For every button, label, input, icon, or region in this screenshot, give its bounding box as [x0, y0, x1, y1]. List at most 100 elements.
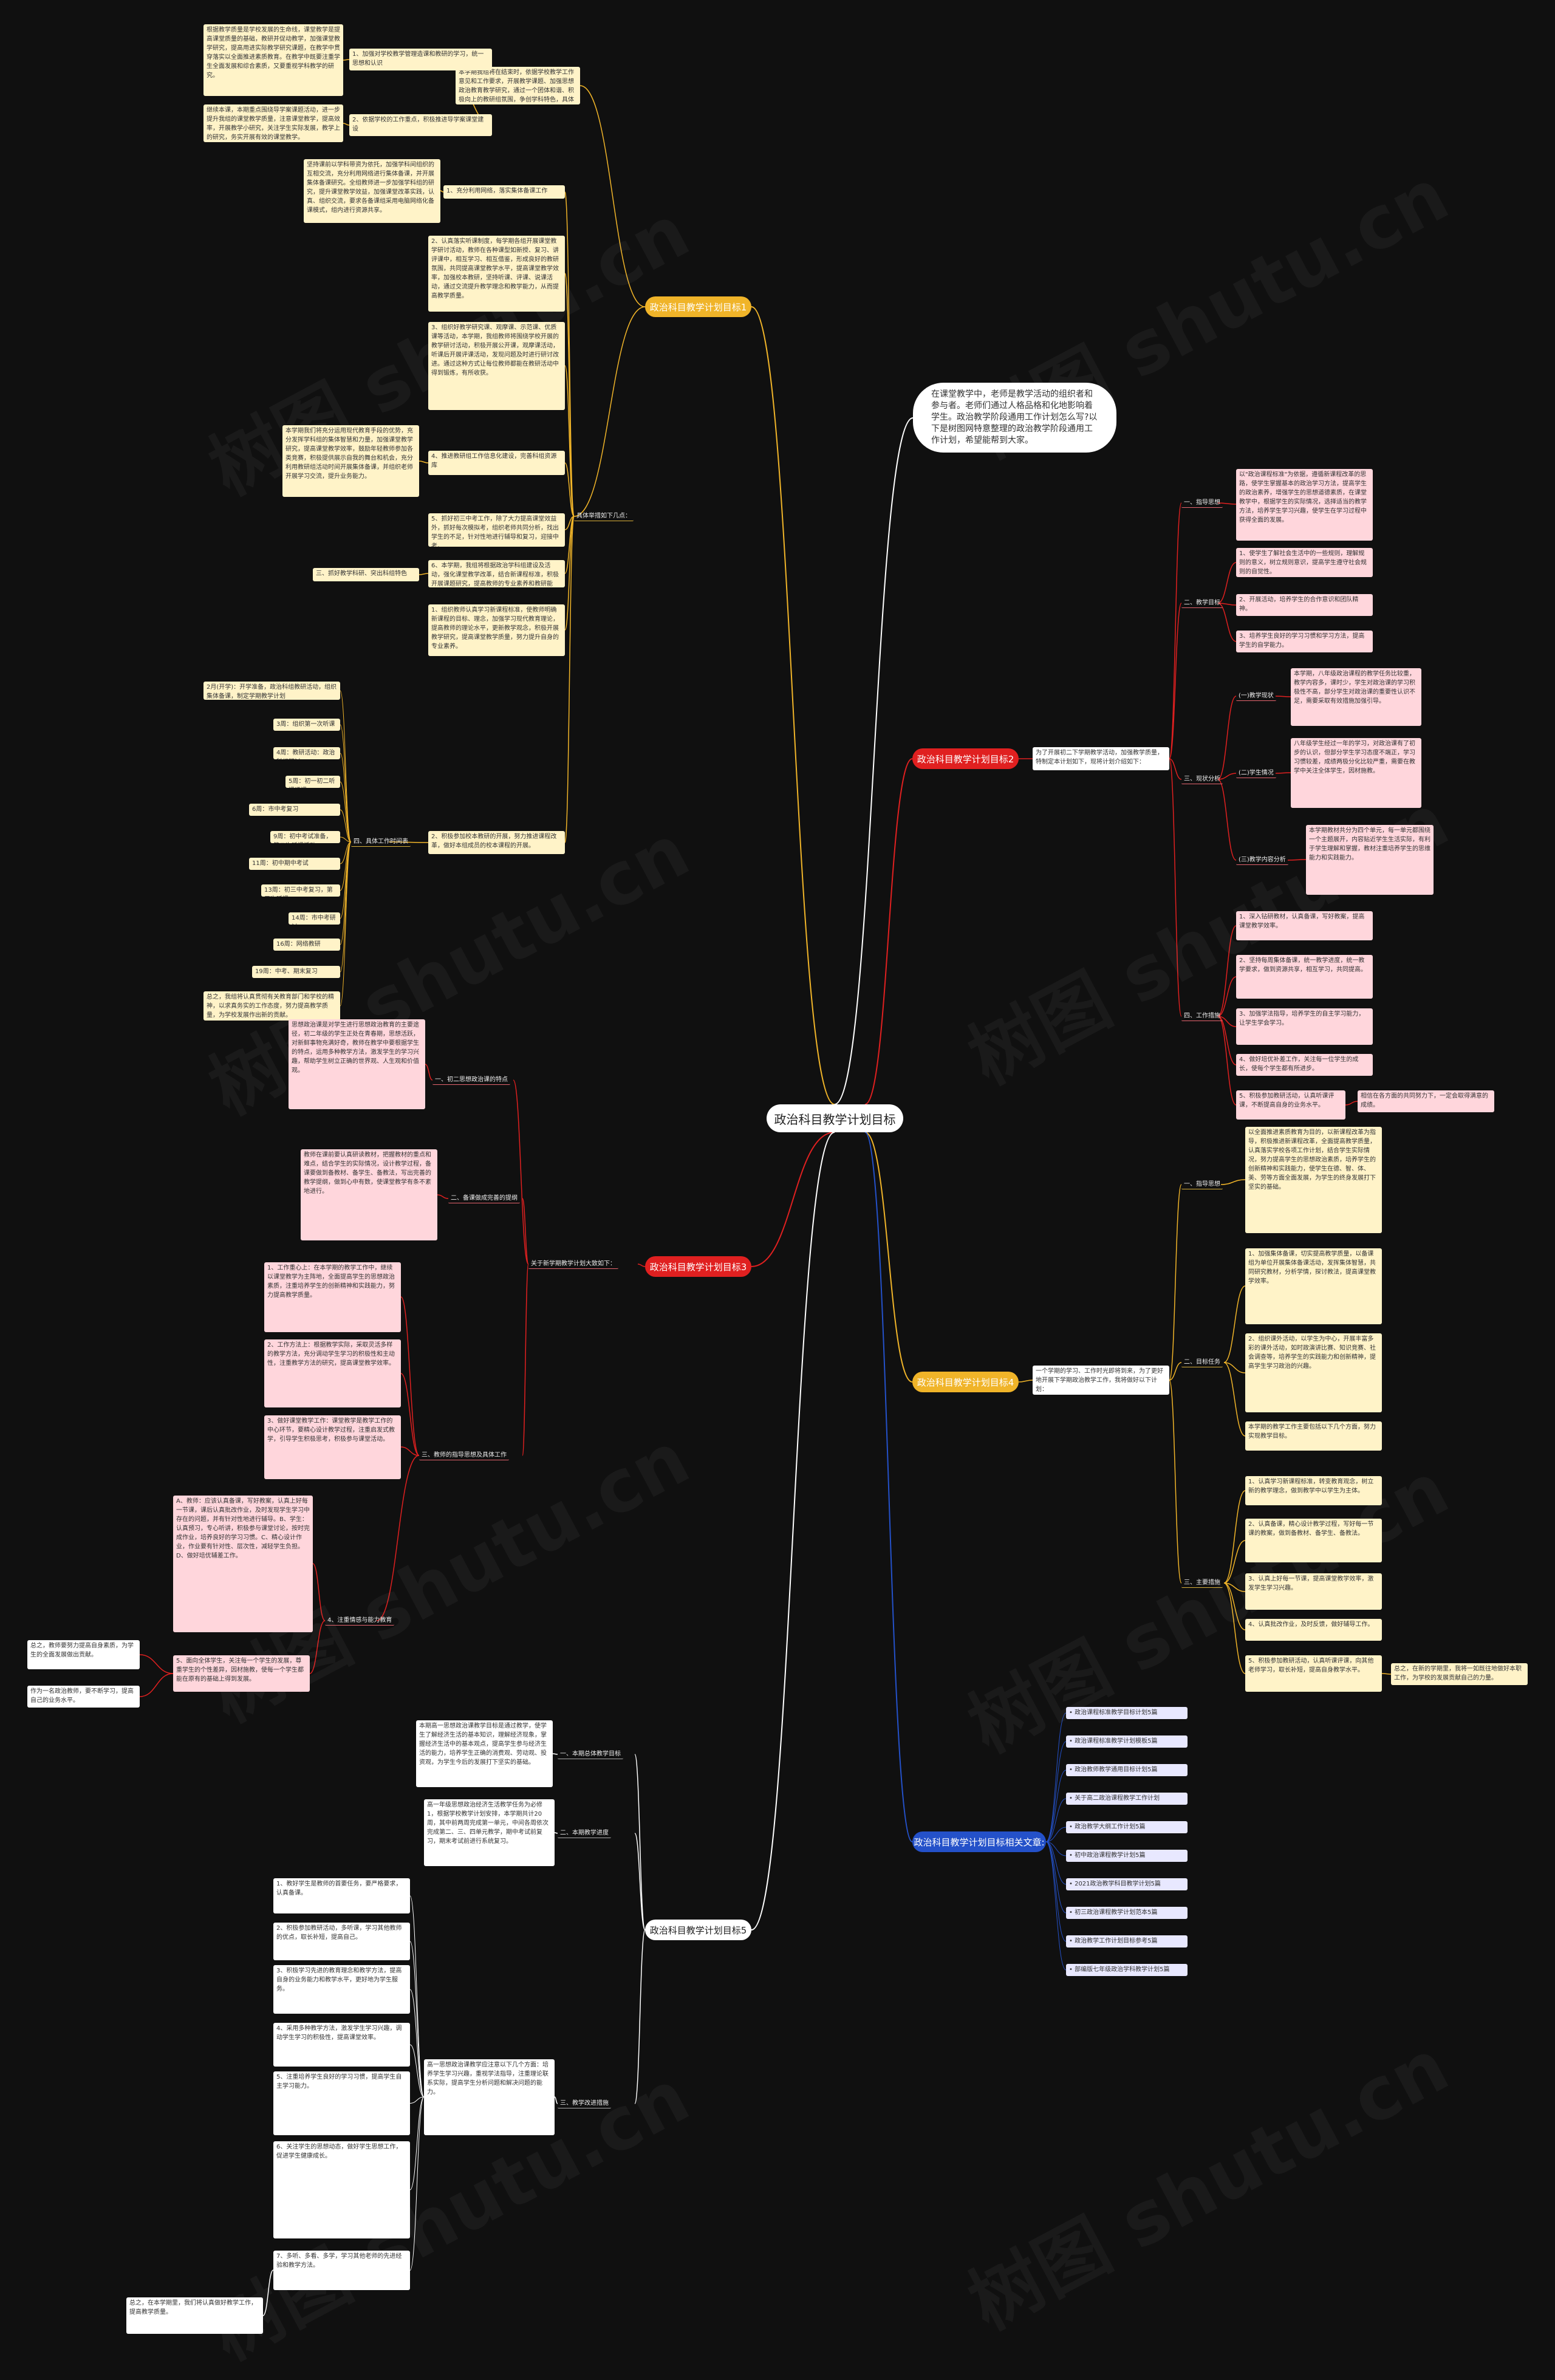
connector-line — [573, 306, 646, 517]
connector-line — [1169, 758, 1182, 1017]
branch-goal-1[interactable]: 政治科目教学计划目标1 — [645, 296, 751, 317]
g2-s4-item-6: 相信在各方面的共同努力下，一定会取得满意的成绩。 — [1358, 1090, 1494, 1112]
g5-final-note: 总之，在本学期里，我们将认真做好教学工作，提高教学质量。 — [126, 2297, 263, 2334]
connector-line — [440, 190, 444, 193]
g2-s1-detail: 以"政治课程标准"为依据，遵循新课程改革的思路，使学生掌握基本的政治学习方法，提… — [1236, 469, 1373, 541]
connector-line — [1275, 696, 1291, 697]
related-article-link[interactable]: • 初中政治课程教学计划5篇 — [1066, 1850, 1188, 1862]
branch-goal-2[interactable]: 政治科目教学计划目标2 — [912, 748, 1019, 769]
g3-s3: 三、教师的指导思想及具体工作 — [419, 1451, 509, 1460]
g1-schedule-item: 3周：组织第一次听课 — [273, 719, 340, 731]
g4-s3-item-3: 3、认真上好每一节课，提高课堂教学效率，激发学生学习兴趣。 — [1245, 1573, 1382, 1610]
g1-schedule-label: 四、具体工作时间表 — [351, 837, 411, 847]
connector-line — [1169, 502, 1182, 759]
g4-s2: 二、目标任务 — [1181, 1358, 1223, 1367]
g2-s3b: (二)学生情况 — [1236, 768, 1276, 778]
connector-line — [1223, 1582, 1246, 1674]
connector-line — [340, 841, 352, 1007]
connector-line — [864, 1132, 913, 1842]
g4-lead: 一个学期的学习、工作时光即将到来，为了更好地开展下学期政治教学工作，我将做好以下… — [1033, 1366, 1169, 1395]
g1-measure-2: 2、认真落实听课制度，每学期各组开展课堂教学研讨活动，教师在各种课型如新授、复习… — [428, 236, 565, 312]
connector-line — [139, 1673, 174, 1697]
connector-line — [564, 516, 575, 631]
connector-line — [864, 758, 913, 1105]
g3-s3-item-1: 1、工作重心上：在本学期的教学工作中，继续以课堂教学为主阵地，全面提高学生的思想… — [264, 1262, 401, 1332]
connector-line — [564, 365, 575, 517]
connector-line — [419, 460, 429, 463]
g2-s2: 二、教学目标 — [1181, 598, 1223, 608]
connector-line — [409, 2096, 425, 2104]
connector-line — [1169, 603, 1182, 759]
branch-goal-5[interactable]: 政治科目教学计划目标5 — [645, 1920, 751, 1940]
connector-line — [522, 1264, 529, 1456]
related-article-link[interactable]: • 政治教师教学通用目标计划5篇 — [1066, 1764, 1188, 1776]
g5-item: 6、关注学生的思想动态，做好学生思想工作，促进学生健康成长。 — [273, 2141, 410, 2238]
g1-measures-label: 具体举措如下几点： — [574, 511, 634, 521]
branch-goal-3[interactable]: 政治科目教学计划目标3 — [645, 1256, 751, 1277]
connector-line — [340, 781, 352, 843]
connector-line — [1220, 1179, 1246, 1185]
g5-item: 3、积极学习先进的教育理念和教学方法，提高自身的业务能力和教学水平，更好地为学生… — [273, 1965, 410, 2014]
g4-s2-item-1: 1、加强集体备课，切实提高教学质量，以备课组为单位开展集体备课活动，发挥集体智慧… — [1245, 1248, 1382, 1324]
connector-line — [1217, 562, 1237, 604]
connector-line — [751, 1132, 835, 1930]
g4-s3-item-5: 5、积极参加教研活动，认真听课评课，向其他老师学习，取长补短，提高自身教学水平。 — [1245, 1655, 1382, 1692]
g3-lead: 关于新学期教学计划大致如下： — [528, 1259, 618, 1269]
g4-s1-detail: 以全面推进素质教育为目的，以新课程改革为指导，积极推进新课程改革，全面提高教学质… — [1245, 1127, 1382, 1233]
g1-measure-4-detail: 本学期我们将充分运用现代教育手段的优势，充分发挥学科组的集体智慧和力量，加强课堂… — [282, 425, 419, 497]
connector-line — [139, 1654, 174, 1674]
g4-s3-item-2: 2、认真备课，精心设计教学过程，写好每一节课的教案，做到备教材、备学生、备教法。 — [1245, 1519, 1382, 1562]
g5-item: 2、积极参加教研活动，多听课，学习其他教师的优点，取长补短，提高自己。 — [273, 1923, 410, 1960]
g1-research-item: 三、抓好教学科研、突出科组特色 — [313, 568, 419, 581]
branch-related-articles[interactable]: 政治科目教学计划目标相关文章: — [912, 1831, 1046, 1852]
related-article-link[interactable]: • 政治教学工作计划目标参考5篇 — [1066, 1935, 1188, 1947]
connector-line — [634, 1929, 646, 2104]
connector-line — [1223, 1582, 1246, 1630]
connector-line — [340, 836, 352, 843]
g2-s3c: (三)教学内容分析 — [1236, 855, 1288, 865]
related-article-link[interactable]: • 政治教学大纲工作计划5篇 — [1066, 1821, 1188, 1833]
related-article-link[interactable]: • 初三政治课程教学计划范本5篇 — [1066, 1907, 1188, 1919]
g5-item: 7、多听、多看、多学，学习其他老师的先进经验和教学方法。 — [273, 2251, 410, 2290]
related-article-link[interactable]: • 2021政治教学科目教学计划5篇 — [1066, 1878, 1188, 1890]
root-topic[interactable]: 政治科目教学计划目标 — [767, 1104, 903, 1132]
connector-line — [1217, 976, 1237, 1017]
connector-line — [340, 809, 352, 843]
g5-item: 4、采用多种教学方法，激发学生学习兴趣，调动学生学习的积极性，提高课堂效率。 — [273, 2023, 410, 2067]
branch-goal-4[interactable]: 政治科目教学计划目标4 — [912, 1372, 1019, 1392]
g2-s4-item-5: 5、积极参加教研活动，认真听课评课，不断提高自身的业务水平。 — [1236, 1090, 1345, 1120]
connector-line — [522, 1198, 529, 1265]
connector-line — [400, 1373, 420, 1456]
connector-line — [1217, 603, 1237, 606]
g3-s2-detail: 教师在课前要认真研读教材，把握教材的重点和难点，结合学生的实际情况，设计教学过程… — [301, 1149, 437, 1240]
connector-line — [637, 1264, 646, 1267]
g1-intro-node: 本学期我组将在结束时，依据学校教学工作意见和工作要求，开展教学课题、加强思想政治… — [456, 67, 580, 104]
g1-measure-5: 5、抓好初三中考工作，除了大力提高课堂效益外，抓好每次模拟考，组织老师共同分析，… — [428, 513, 565, 547]
connector-line — [564, 516, 575, 843]
related-article-link[interactable]: • 政治课程标准教学计划模板5篇 — [1066, 1735, 1188, 1748]
g5-s2-detail: 高一年级思想政治经济生活教学任务为必修1，根据学校教学计划安排，本学期共计20周… — [424, 1799, 555, 1866]
g5-item: 1、教好学生是教师的首要任务，要严格要求，认真备课。 — [273, 1878, 410, 1913]
related-article-link[interactable]: • 政治课程标准教学目标计划5篇 — [1066, 1707, 1188, 1719]
related-article-link[interactable]: • 关于高二政治课程教学工作计划 — [1066, 1793, 1188, 1805]
related-article-link[interactable]: • 部编版七年级政治学科教学计划5篇 — [1066, 1964, 1188, 1976]
connector-line — [1045, 1712, 1067, 1842]
g2-s3a: (一)教学现状 — [1236, 691, 1276, 701]
connector-line — [1045, 1798, 1067, 1842]
connector-line — [309, 1620, 326, 1674]
g1-schedule-item: 19周：中考、期末复习 — [252, 966, 340, 978]
connector-line — [864, 1132, 913, 1383]
g2-s4: 四、工作措施 — [1181, 1011, 1223, 1021]
connector-line — [1169, 758, 1182, 780]
connector-line — [1169, 1380, 1182, 1584]
connector-line — [400, 1446, 420, 1456]
g1-schedule-item: 16周：网络教研 — [273, 939, 340, 951]
g1-item-2-detail: 继续本课，本期重点围绕导学案课题活动，进一步提升我组的课堂教学质量，注意课堂教学… — [203, 104, 343, 142]
g1-measure-1-detail: 坚持课前以学科带资为依托，加强学科间组织的互相交流，充分利用网络进行集体备课，并… — [304, 159, 440, 223]
intro-bubble: 在课堂教学中，老师是教学活动的组织者和参与者。老师们通过人格品格和化地影响着学生… — [913, 383, 1116, 453]
connector-line — [340, 753, 352, 843]
connector-line — [409, 1989, 425, 2098]
connector-line — [409, 2096, 425, 2190]
g2-s3b-detail: 八年级学生经过一年的学习，对政治课有了初步的认识，但部分学生学习态度不端正，学习… — [1291, 738, 1421, 808]
g2-s2-item-3: 3、培养学生良好的学习习惯和学习方法，提高学生的自学能力。 — [1236, 631, 1373, 652]
